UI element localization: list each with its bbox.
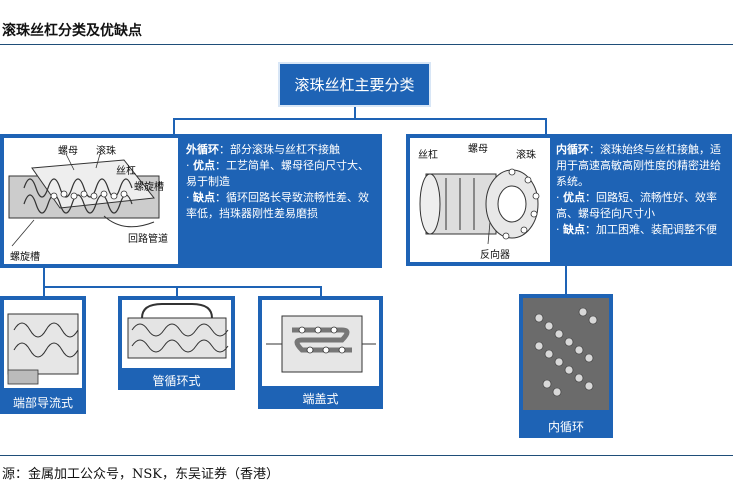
- tube-image: [122, 300, 231, 368]
- type-card-tube: 管循环式: [118, 296, 235, 390]
- external-nut-illustration: [8, 153, 160, 247]
- connector-sub2: [176, 286, 178, 296]
- internal-adv-text: ：回路短、流畅性好、效率高、螺母径向尺寸小: [556, 191, 717, 220]
- title-rule: [0, 44, 733, 45]
- label-inner-ball: 滚珠: [516, 150, 536, 161]
- connector-sub3: [320, 286, 322, 296]
- internal-name: 内循环: [556, 143, 589, 156]
- label-groove-bottom: 螺旋槽: [10, 252, 40, 263]
- internal-dis-text: ：加工困难、装配调整不便: [585, 223, 717, 236]
- connector-main-horizontal: [173, 118, 545, 120]
- internal-adv-bullet: ·: [556, 191, 560, 204]
- internal-type-image: [523, 298, 609, 410]
- main-category-label: 滚珠丝杠主要分类: [294, 76, 415, 94]
- external-intro: ：部分滚珠与丝杠不接触: [219, 143, 340, 156]
- connector-sub-horizontal: [43, 286, 322, 288]
- internal-dis-label: 缺点: [563, 223, 585, 236]
- internal-circulation-image: 丝杠 螺母 滚珠 反向器: [410, 138, 550, 262]
- internal-nut-illustration: [419, 168, 540, 245]
- page-title: 滚珠丝杠分类及优缺点: [2, 23, 142, 39]
- label-nut: 螺母: [58, 146, 78, 157]
- connector-main-down: [354, 107, 356, 119]
- end-deflector-image: [4, 300, 82, 388]
- tube-illustration: [127, 303, 229, 359]
- end-cap-illustration: [266, 315, 376, 373]
- external-adv-bullet: ·: [186, 159, 190, 172]
- type-card-end-deflector: 端部导流式: [0, 296, 86, 414]
- external-description: 外循环：部分滚珠与丝杠不接触 · 优点：工艺简单、螺母径向尺寸大、易于制造 · …: [186, 142, 376, 222]
- end-deflector-illustration: [7, 313, 79, 385]
- external-adv-label: 优点: [193, 159, 215, 172]
- internal-adv-label: 优点: [563, 191, 585, 204]
- external-circulation-image: 螺母 滚珠 丝杠 螺旋槽 回路管道 螺旋槽: [4, 138, 178, 264]
- label-inner-screw: 丝杠: [418, 150, 438, 161]
- end-cap-caption: 端盖式: [302, 392, 339, 406]
- internal-circulation-card: 丝杠 螺母 滚珠 反向器 内循环：滚珠始终与丝杠接触，适用于高速高敏高刚性度的精…: [406, 134, 732, 266]
- external-adv-text: ：工艺简单、螺母径向尺寸大、易于制造: [186, 159, 369, 188]
- connector-right-bottom: [565, 266, 567, 294]
- internal-dis-bullet: ·: [556, 223, 560, 236]
- connector-sub1: [43, 286, 45, 296]
- label-inner-nut: 螺母: [468, 144, 488, 155]
- label-groove-top: 螺旋槽: [134, 182, 164, 193]
- external-dis-label: 缺点: [193, 191, 215, 204]
- external-name: 外循环: [186, 143, 219, 156]
- label-ball: 滚珠: [96, 146, 116, 157]
- type-card-end-cap: 端盖式: [258, 296, 383, 409]
- source-note: 源：金属加工公众号，NSK，东吴证券（香港）: [2, 467, 279, 482]
- label-screw: 丝杠: [116, 166, 136, 177]
- tube-caption: 管循环式: [152, 374, 201, 388]
- connector-left-down: [173, 118, 175, 134]
- end-cap-image: [262, 300, 379, 386]
- label-return-tube: 回路管道: [128, 234, 168, 245]
- main-category-box: 滚珠丝杠主要分类: [278, 62, 431, 107]
- internal-description: 内循环：滚珠始终与丝杠接触，适用于高速高敏高刚性度的精密进给系统。 · 优点：回…: [556, 142, 728, 238]
- external-dis-bullet: ·: [186, 191, 190, 204]
- internal-type-caption: 内循环: [547, 420, 584, 434]
- label-deflector: 反向器: [480, 250, 510, 261]
- external-circulation-card: 螺母 滚珠 丝杠 螺旋槽 回路管道 螺旋槽 外循环：部分滚珠与丝杠不接触 · 优…: [0, 134, 382, 268]
- type-card-internal: 内循环: [519, 294, 613, 438]
- connector-right-down: [545, 118, 547, 134]
- internal-intro: ：滚珠始终与丝杠接触，适用于高速高敏高刚性度的精密进给系统。: [556, 143, 721, 188]
- end-deflector-caption: 端部导流式: [12, 396, 73, 410]
- internal-balls-illustration: [523, 298, 609, 410]
- source-rule: [0, 455, 733, 456]
- connector-left-bottom: [43, 268, 45, 286]
- external-dis-text: ：循环回路长导致流畅性差、效率低，挡珠器刚性差易磨损: [186, 191, 369, 220]
